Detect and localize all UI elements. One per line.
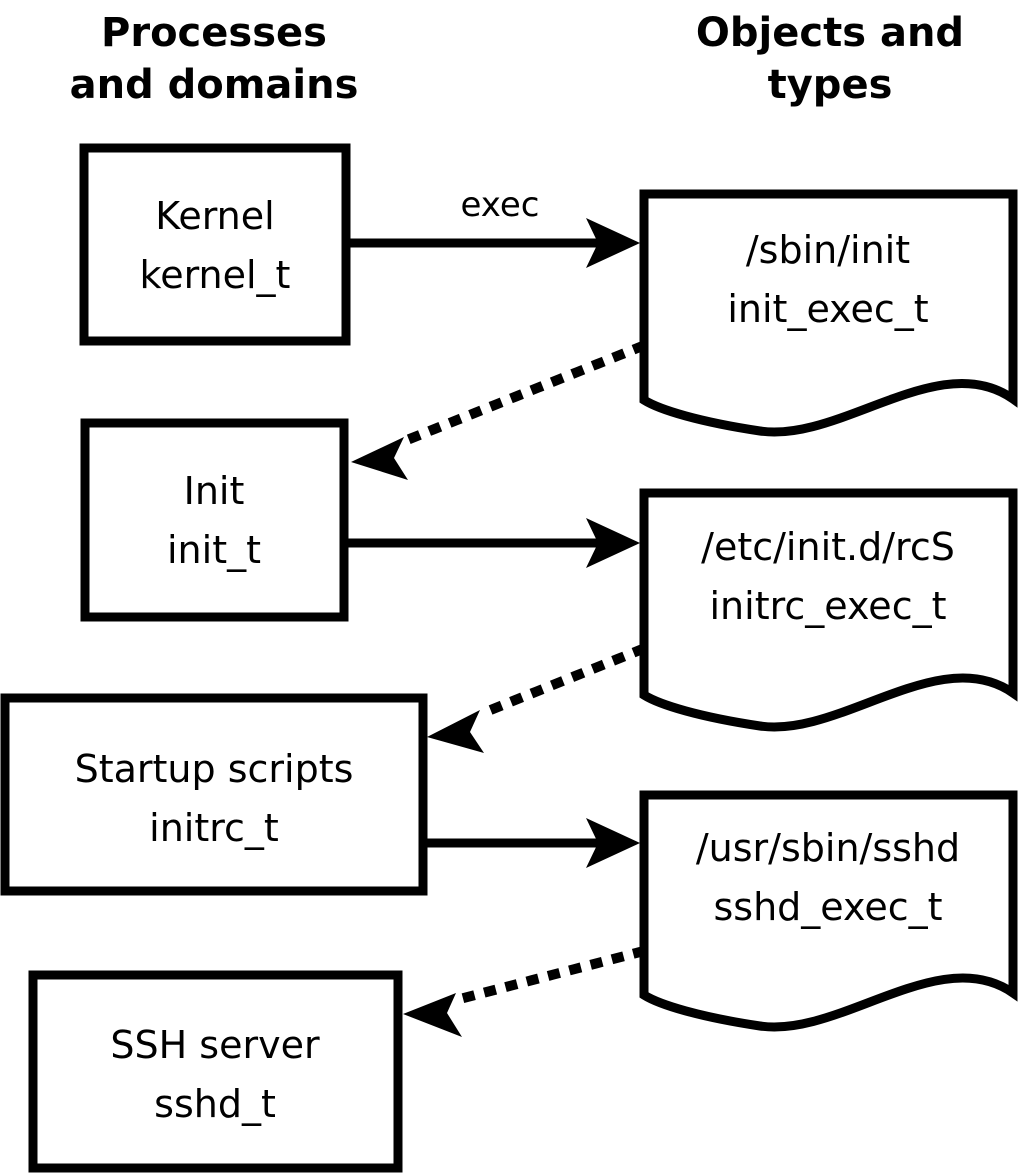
right-column-header-line2: types	[768, 62, 893, 108]
object-node-sshd-exec[interactable]: /usr/sbin/sshd sshd_exec_t	[639, 790, 1018, 1032]
edge-initrc-exec-to-initrc	[427, 643, 647, 753]
left-column-header-line2: and domains	[70, 62, 359, 108]
node-box[interactable]	[80, 418, 349, 622]
node-label-line1: Startup scripts	[75, 747, 354, 791]
process-node-startup-scripts[interactable]: Startup scripts initrc_t	[0, 693, 428, 896]
document-shape[interactable]	[639, 488, 1018, 732]
node-label-line2: init_exec_t	[727, 287, 928, 331]
node-label-line1: SSH server	[110, 1023, 320, 1067]
object-node-initrc-exec[interactable]: /etc/init.d/rcS initrc_exec_t	[639, 488, 1018, 732]
arrowhead-icon	[586, 818, 640, 868]
node-box[interactable]	[28, 970, 403, 1173]
edge-line	[395, 340, 647, 449]
node-label-line2: kernel_t	[140, 253, 291, 297]
node-label-line1: Kernel	[155, 194, 274, 238]
edge-sshd-exec-to-sshd	[403, 945, 647, 1037]
edge-init-exec-initrc-exec	[348, 518, 640, 568]
node-label-line1: /etc/init.d/rcS	[701, 525, 955, 569]
node-label-line2: sshd_t	[154, 1082, 276, 1126]
object-node-init-exec[interactable]: /sbin/init init_exec_t	[639, 189, 1018, 437]
node-label-line2: initrc_t	[149, 806, 279, 850]
arrowhead-icon	[586, 518, 640, 568]
node-label-line1: Init	[184, 469, 245, 513]
node-box[interactable]	[79, 143, 351, 346]
edge-line	[471, 643, 647, 722]
arrowhead-icon	[427, 710, 484, 753]
arrowhead-icon	[351, 437, 408, 480]
node-label-line1: /sbin/init	[746, 228, 910, 272]
node-box[interactable]	[0, 693, 428, 896]
edge-line	[449, 945, 647, 1007]
arrowhead-icon	[403, 993, 462, 1037]
process-node-ssh-server[interactable]: SSH server sshd_t	[28, 970, 403, 1173]
node-label-line1: /usr/sbin/sshd	[696, 826, 960, 870]
node-label-line2: initrc_exec_t	[710, 584, 947, 628]
left-column-header-line1: Processes	[101, 10, 327, 56]
process-node-init[interactable]: Init init_t	[80, 418, 349, 622]
node-label-line2: sshd_exec_t	[713, 885, 942, 929]
process-node-kernel[interactable]: Kernel kernel_t	[79, 143, 351, 346]
edge-initrc-exec-sshd-exec	[427, 818, 640, 868]
node-label-line2: init_t	[167, 528, 261, 572]
document-shape[interactable]	[639, 189, 1018, 437]
right-column-header-line1: Objects and	[696, 10, 964, 56]
document-shape[interactable]	[639, 790, 1018, 1032]
edge-kernel-exec-init-exec: exec	[350, 185, 640, 268]
arrowhead-icon	[586, 218, 640, 268]
edge-init-exec-to-init	[351, 340, 647, 480]
edge-label-exec: exec	[460, 185, 539, 225]
